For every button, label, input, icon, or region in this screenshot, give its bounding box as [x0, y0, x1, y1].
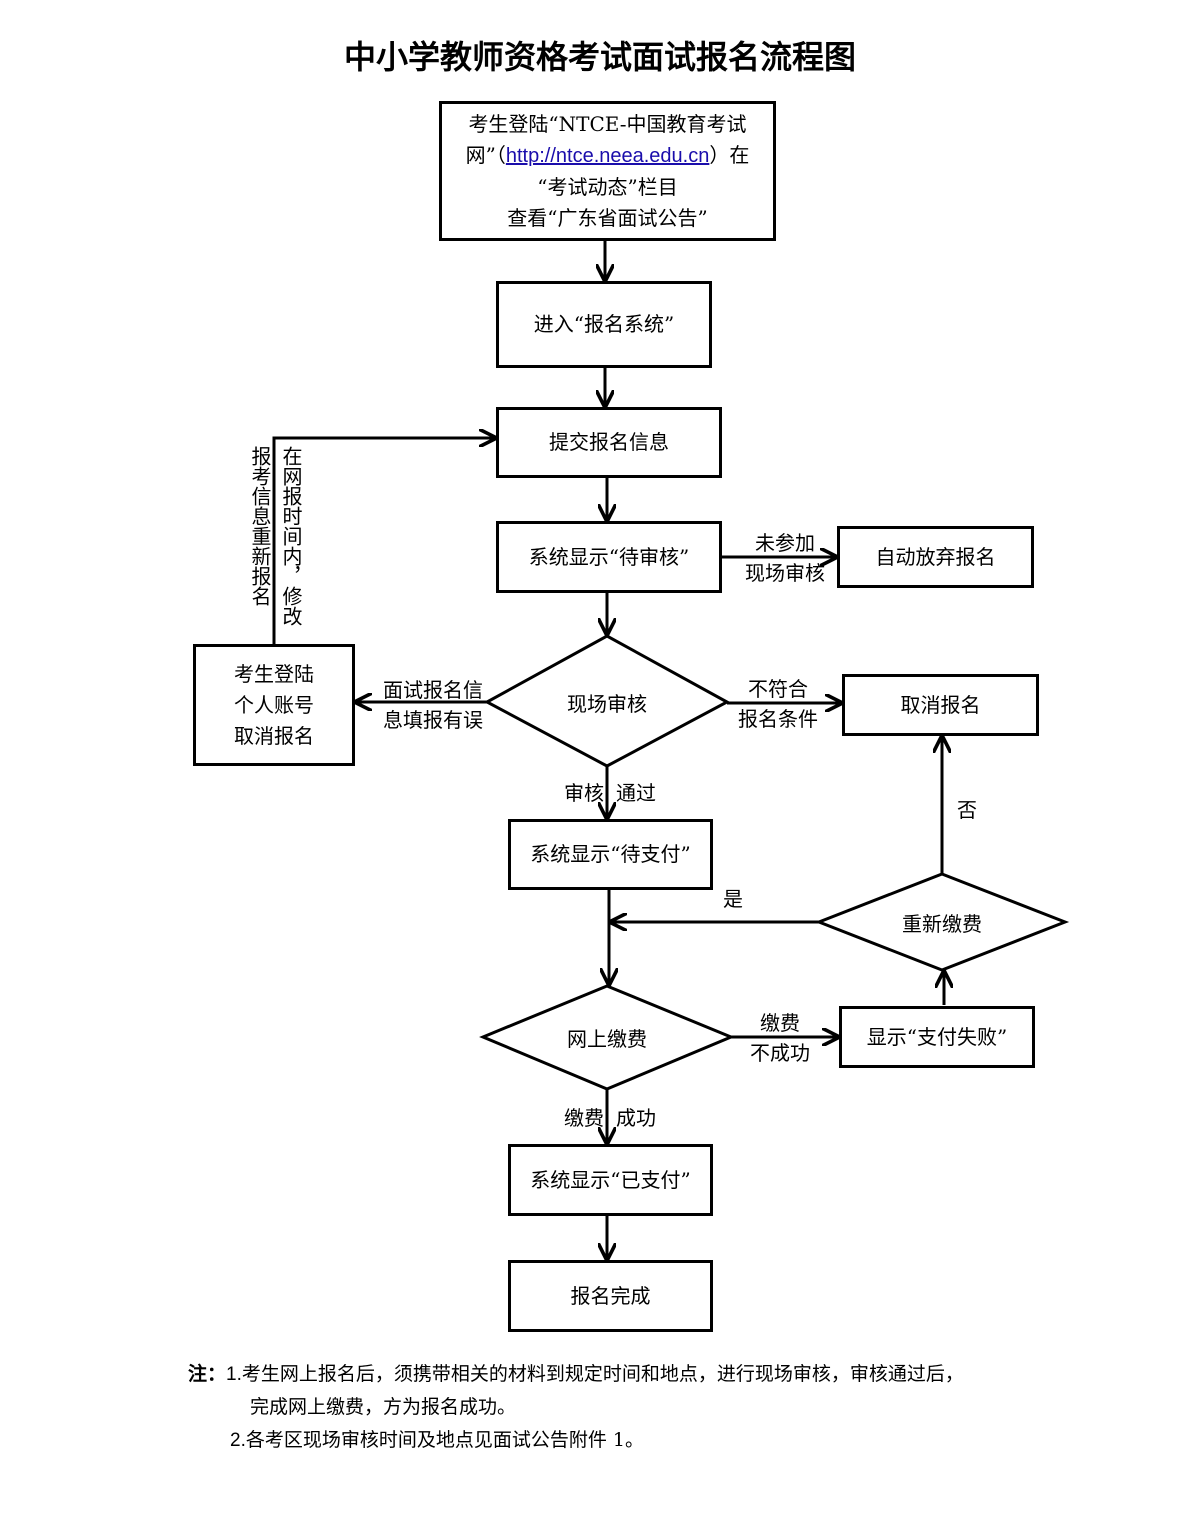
box-cancel-registration: 取消报名 — [842, 674, 1039, 736]
diamond-label-repay: 重新缴费 — [902, 911, 982, 936]
edge-label-info-error: 面试报名信 息填报有误 — [383, 678, 483, 732]
cancel-account-line1: 考生登陆 — [234, 661, 314, 686]
ntce-link[interactable]: http://ntce.neea.edu.cn — [505, 144, 710, 167]
start-line3: “考试动态”栏目 — [537, 174, 678, 199]
box-pending-payment: 系统显示“待支付” — [508, 819, 713, 890]
start-line1: 考生登陆“NTCE-中国教育考试 — [468, 111, 747, 136]
diamond-label-online-payment: 网上缴费 — [567, 1026, 647, 1051]
edge-label-pay-success-2: 成功 — [616, 1106, 656, 1130]
edge-label-pay-success-1: 缴费 — [564, 1106, 604, 1130]
footnotes: 注：1.考生网上报名后，须携带相关的材料到规定时间和地点，进行现场审核，审核通过… — [188, 1358, 1068, 1457]
box-complete: 报名完成 — [508, 1260, 713, 1332]
edge-label-yes: 是 — [723, 887, 743, 911]
edge-label-not-attend: 未参加 现场审核 — [745, 531, 825, 585]
box-submit-info: 提交报名信息 — [496, 407, 722, 478]
edge-label-re-register-left: 报考信息重新报名 — [248, 446, 272, 606]
edge-label-review-pass-2: 通过 — [616, 781, 656, 805]
start-line2: 网”（http://ntce.neea.edu.cn）在 — [465, 142, 750, 167]
page-title: 中小学教师资格考试面试报名流程图 — [343, 38, 856, 76]
edge-label-re-register-right: 在网报时间内，修改 — [279, 446, 303, 626]
box-paid: 系统显示“已支付” — [508, 1144, 713, 1216]
box-cancel-account: 考生登陆 个人账号 取消报名 — [193, 644, 355, 766]
note-1-line1: 注：1.考生网上报名后，须携带相关的材料到规定时间和地点，进行现场审核，审核通过… — [188, 1363, 964, 1385]
diamond-repay — [814, 872, 1070, 972]
box-enter-system: 进入“报名系统” — [496, 281, 712, 368]
diamond-label-onsite-review: 现场审核 — [567, 691, 647, 716]
edge-label-not-qualified: 不符合 报名条件 — [738, 677, 818, 731]
box-payment-failed: 显示“支付失败” — [839, 1006, 1035, 1068]
box-auto-abandon: 自动放弃报名 — [837, 526, 1034, 588]
start-box-ntce-login: 考生登陆“NTCE-中国教育考试 网”（http://ntce.neea.edu… — [439, 101, 776, 241]
note-2: 2.各考区现场审核时间及地点见面试公告附件 1。 — [230, 1429, 644, 1451]
edge-label-review-pass-1: 审核 — [564, 781, 604, 805]
note-1-line2: 完成网上缴费，方为报名成功。 — [250, 1396, 517, 1418]
edge-label-pay-fail: 缴费 不成功 — [750, 1011, 810, 1065]
edge-label-no: 否 — [957, 798, 977, 822]
box-pending-review: 系统显示“待审核” — [496, 521, 722, 593]
cancel-account-line2: 个人账号 — [234, 692, 314, 717]
cancel-account-line3: 取消报名 — [234, 723, 314, 748]
start-line4: 查看“广东省面试公告” — [507, 205, 708, 230]
